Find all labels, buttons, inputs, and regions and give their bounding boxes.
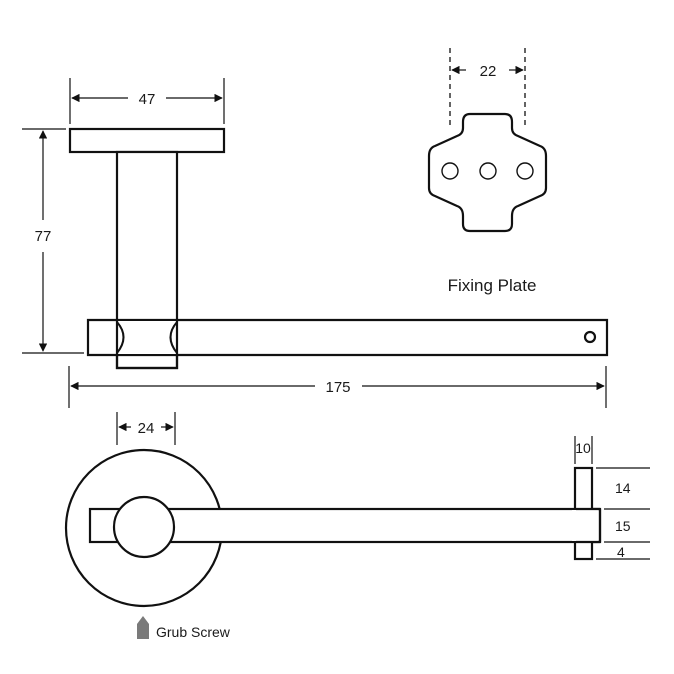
horizontal-arm	[86, 318, 609, 357]
fixing-plate: 22 Fixing Plate	[427, 48, 548, 295]
dimension-total-length: 175	[68, 366, 607, 408]
dim-77-text: 77	[35, 228, 52, 245]
dimension-stub-heights: 14 15 4	[596, 467, 650, 560]
dim-15-text: 15	[615, 518, 631, 534]
grub-screw-callout: Grub Screw	[137, 616, 231, 640]
dimension-arm-thickness: 10	[574, 436, 593, 464]
dim-175-text: 175	[325, 379, 350, 396]
dim-24-text: 24	[138, 420, 155, 437]
dim-4-text: 4	[617, 544, 625, 560]
dimension-top-width: 47	[69, 78, 225, 124]
arm-end-hole	[583, 330, 597, 344]
side-view	[68, 127, 609, 370]
post-curve-left	[116, 321, 125, 354]
top-flange	[68, 127, 226, 154]
grub-screw-marker-icon	[137, 616, 149, 639]
dim-10-text: 10	[575, 440, 591, 456]
fixing-plate-label: Fixing Plate	[448, 276, 537, 295]
dim-22-text: 22	[480, 63, 497, 80]
post-circle	[112, 495, 176, 559]
fixing-hole-left	[441, 162, 459, 180]
dim-14-text: 14	[615, 480, 631, 496]
dimension-base-offset: 24	[116, 412, 176, 445]
fixing-hole-center	[479, 162, 497, 180]
fixing-hole-right	[516, 162, 534, 180]
dim-47-text: 47	[139, 91, 156, 108]
grub-screw-label: Grub Screw	[156, 624, 231, 640]
top-view	[64, 448, 602, 608]
post-curve-right	[169, 321, 178, 354]
dimension-height: 77	[22, 128, 84, 354]
